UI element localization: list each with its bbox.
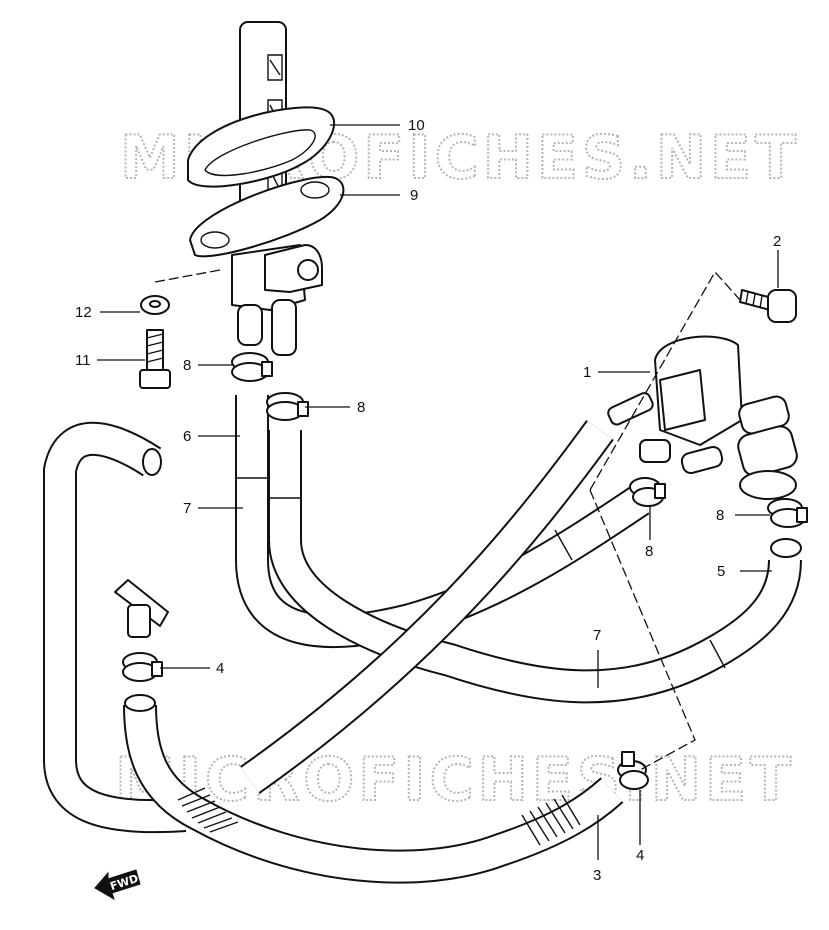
fuel-cock-outlet-left xyxy=(237,304,263,346)
clamp-part-4-left xyxy=(122,652,163,682)
callout-8-middle: 8 xyxy=(357,399,365,416)
bolt-part-2 xyxy=(739,289,797,323)
hose-part-7 xyxy=(268,430,802,704)
hose-end-cap xyxy=(124,694,156,712)
gasket-part-10 xyxy=(187,106,336,188)
hose-joint-ring xyxy=(554,529,573,561)
hose-part-6 xyxy=(235,395,650,649)
callout-12: 12 xyxy=(75,304,92,321)
callout-8-right: 8 xyxy=(716,507,724,524)
t-joint xyxy=(114,579,169,638)
hose-crossing xyxy=(240,420,614,794)
callout-11: 11 xyxy=(75,352,91,369)
callout-5: 5 xyxy=(717,563,725,580)
fwd-label: FWD xyxy=(109,872,140,893)
hose-end-cap xyxy=(770,538,802,558)
callout-9: 9 xyxy=(410,187,418,204)
ref-line-clamp xyxy=(589,489,696,771)
callout-1: 1 xyxy=(583,364,591,381)
callout-4-bottom: 4 xyxy=(636,847,644,864)
callout-7-left: 7 xyxy=(183,500,191,517)
callout-8-valve: 8 xyxy=(645,543,653,560)
hose-part-3 xyxy=(123,704,624,884)
clamp-part-8-left xyxy=(231,352,273,382)
bolt-part-11 xyxy=(139,329,171,389)
fwd-arrow-icon: FWD xyxy=(94,869,141,901)
clamp-part-8-middle xyxy=(266,392,309,421)
drain-hose-left-loop xyxy=(43,422,187,834)
clamp-part-4-bottom xyxy=(617,751,649,790)
callout-2: 2 xyxy=(773,233,781,250)
washer-part-12 xyxy=(140,295,170,315)
corrugation-left xyxy=(177,787,239,833)
callout-7-right: 7 xyxy=(593,627,601,644)
hose-end-cap xyxy=(142,448,162,476)
clamp-part-8-valve xyxy=(629,477,666,507)
ref-line-washer xyxy=(154,269,221,283)
clamp-part-8-right xyxy=(767,498,808,528)
callout-6: 6 xyxy=(183,428,191,445)
callout-3: 3 xyxy=(593,867,601,884)
callout-8-left: 8 xyxy=(183,357,191,374)
callout-10: 10 xyxy=(408,117,425,134)
corrugation-right xyxy=(521,794,581,846)
valve-part-1 xyxy=(607,335,798,500)
hose-joint-ring xyxy=(709,639,726,669)
watermark-bottom: MICROFICHES.NET xyxy=(115,745,795,815)
leader-lines xyxy=(97,124,779,860)
callout-4-left: 4 xyxy=(216,660,224,677)
fuel-cock-assembly xyxy=(187,21,345,356)
fuel-cock-outlet-right xyxy=(271,299,297,356)
